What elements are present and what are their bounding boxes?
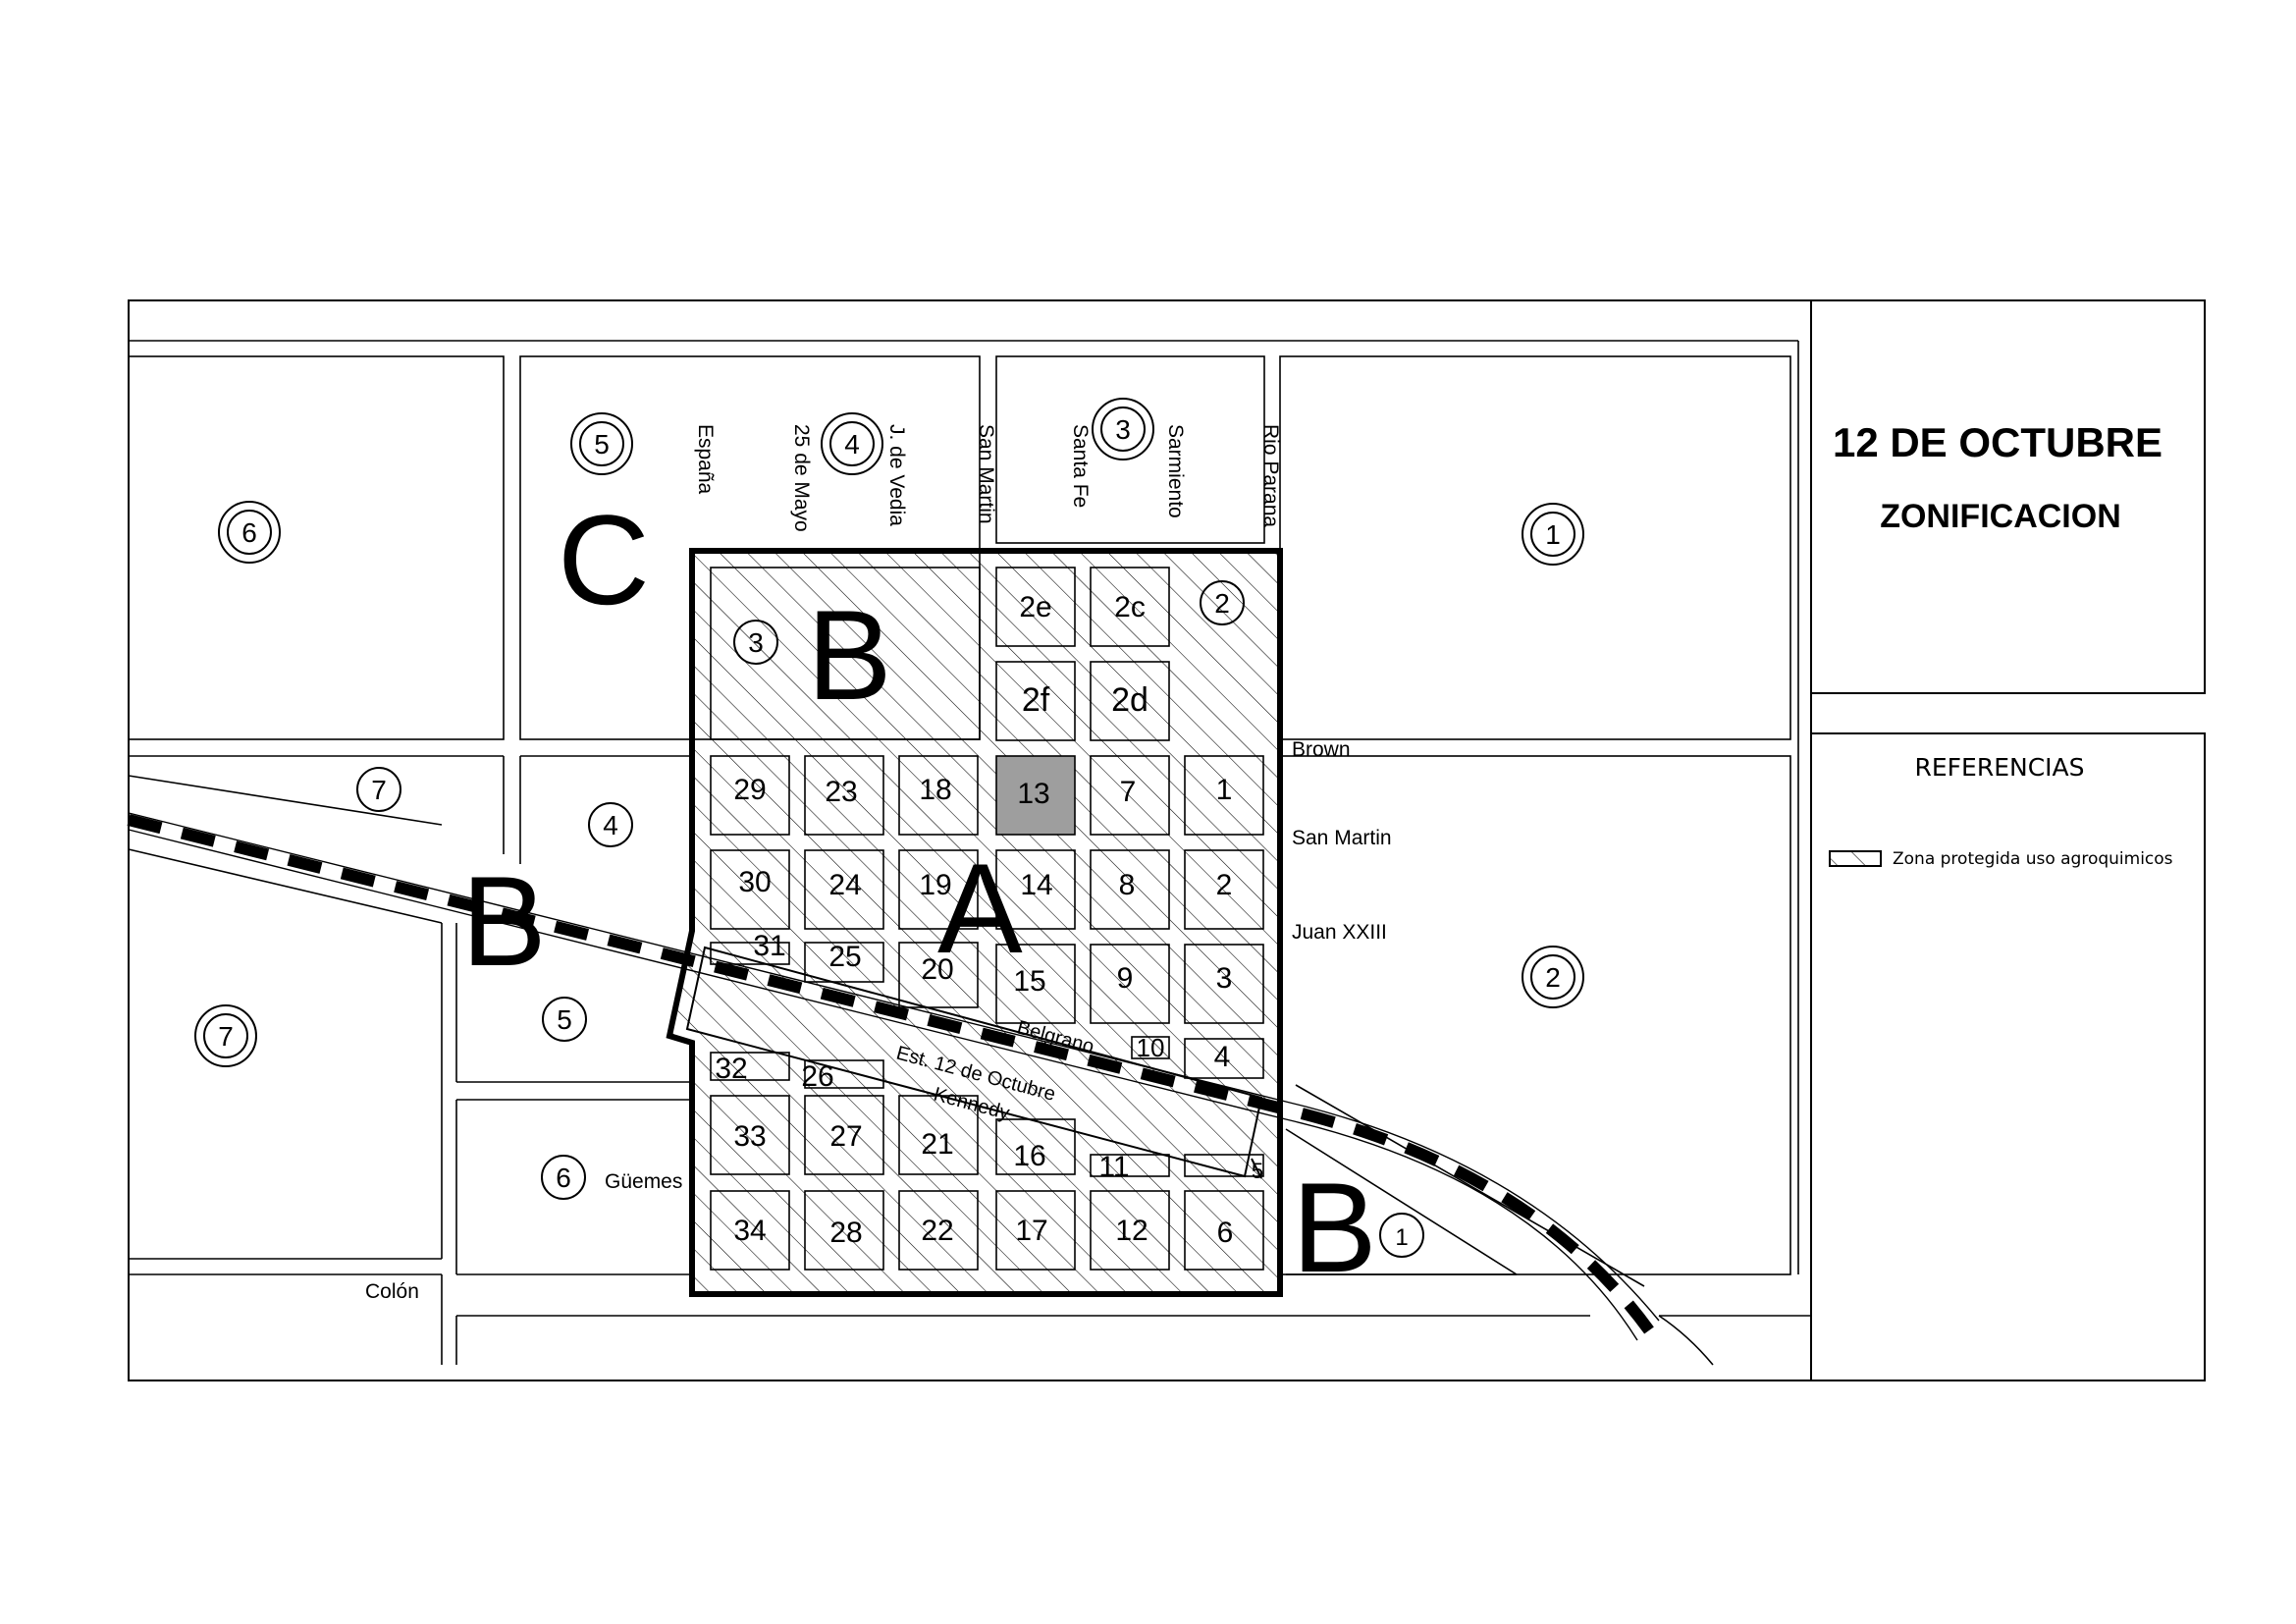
sector-4-mid: 4 (603, 810, 618, 840)
sector-5-top: 5 (594, 429, 610, 460)
block-28: 28 (829, 1217, 862, 1249)
sector-7-a: 7 (371, 775, 387, 805)
platform-end (1251, 1158, 1262, 1179)
station-platform (685, 946, 1263, 1178)
sector-markers-single (356, 580, 1424, 1258)
block-26: 26 (801, 1060, 833, 1093)
block-9: 9 (1117, 962, 1134, 995)
block-7: 7 (1120, 776, 1137, 808)
sector-1-bottom: 1 (1395, 1224, 1408, 1251)
sector-6-top: 6 (241, 517, 257, 548)
street-j-de-vedia: J. de Vedia (885, 424, 908, 526)
block-29: 29 (733, 774, 766, 806)
street-san-martin-h: San Martin (1292, 827, 1392, 849)
block-17: 17 (1015, 1215, 1047, 1247)
block-20: 20 (921, 953, 953, 986)
vertical-street-labels: España 25 de Mayo J. de Vedia San Martin… (694, 424, 1282, 532)
block-15: 15 (1013, 965, 1045, 998)
block-21: 21 (921, 1128, 953, 1161)
zone-c-label: C (558, 488, 650, 631)
map-title: 12 DE OCTUBRE (1833, 419, 2163, 465)
block-numbers: 2e 2c 2f 2d 29 23 18 13 7 1 30 24 19 14 … (715, 591, 1263, 1249)
sector-5-mid: 5 (557, 1004, 572, 1035)
block-31: 31 (753, 930, 785, 962)
block-32: 32 (715, 1053, 747, 1085)
block-19: 19 (919, 869, 951, 901)
block-8: 8 (1119, 869, 1136, 901)
block-3: 3 (1216, 962, 1233, 995)
sector-4-top: 4 (844, 429, 860, 460)
street-guemes: Güemes (605, 1170, 682, 1193)
zone-b-label-right: B (1292, 1156, 1377, 1299)
map-subtitle: ZONIFICACION (1880, 498, 2121, 535)
block-11: 11 (1098, 1151, 1129, 1183)
zone-b-label-top: B (807, 583, 892, 727)
block-2c: 2c (1114, 591, 1146, 623)
block-14: 14 (1020, 869, 1052, 901)
block-33: 33 (733, 1120, 766, 1153)
railway (127, 812, 1714, 1366)
sector-numbers: 6 5 4 3 1 3 2 7 4 7 5 6 2 1 (218, 414, 1561, 1251)
sector-markers-double (194, 398, 1584, 1067)
block-34: 34 (733, 1215, 766, 1247)
sector-3-top: 3 (1115, 414, 1131, 445)
sector-7-b: 7 (218, 1021, 234, 1052)
urban-blocks (710, 567, 1264, 1271)
sector-6-mid: 6 (556, 1163, 571, 1193)
street-rio-parana: Rio Parana (1259, 424, 1282, 527)
block-16: 16 (1013, 1140, 1045, 1172)
street-santa-fe: Santa Fe (1069, 424, 1092, 508)
protected-zone (666, 548, 1283, 1297)
block-18: 18 (919, 774, 951, 806)
street-juan-xxiii: Juan XXIII (1292, 921, 1387, 944)
block-2d: 2d (1111, 681, 1148, 719)
sector-1-top: 1 (1545, 519, 1561, 550)
block-2f: 2f (1022, 681, 1050, 719)
references-heading: REFERENCIAS (1914, 753, 2084, 782)
street-espana: España (694, 424, 717, 495)
block-24: 24 (828, 869, 861, 901)
block-30: 30 (738, 866, 771, 898)
block-4: 4 (1214, 1041, 1231, 1073)
block-12: 12 (1115, 1215, 1148, 1247)
block-6: 6 (1217, 1217, 1234, 1249)
reference-panel (1810, 732, 2206, 1381)
hatch-legend-swatch (1829, 850, 1882, 867)
block-23: 23 (825, 776, 857, 808)
title-panel (1810, 299, 2206, 694)
block-1: 1 (1216, 774, 1233, 806)
sector-2-inner: 2 (1214, 588, 1230, 619)
block-2: 2 (1216, 869, 1233, 901)
block-5: 5 (1252, 1159, 1263, 1183)
block-10: 10 (1137, 1033, 1165, 1062)
street-colon: Colón (365, 1280, 419, 1303)
block-22: 22 (921, 1215, 953, 1247)
street-25-de-mayo: 25 de Mayo (790, 424, 813, 532)
block-25: 25 (828, 941, 861, 973)
block-27: 27 (829, 1120, 862, 1153)
hatch-legend-label: Zona protegida uso agroquimicos (1893, 849, 2173, 869)
zone-a-label: A (937, 837, 1023, 980)
block-13: 13 (1017, 778, 1049, 810)
zone-b-label-left: B (461, 849, 547, 993)
street-san-martin-v: San Martin (975, 424, 997, 524)
sector-2-right: 2 (1545, 962, 1561, 993)
street-sarmiento: Sarmiento (1164, 424, 1187, 518)
street-brown: Brown (1292, 738, 1351, 761)
sector-3-inner: 3 (748, 627, 764, 658)
block-2e: 2e (1019, 591, 1051, 623)
